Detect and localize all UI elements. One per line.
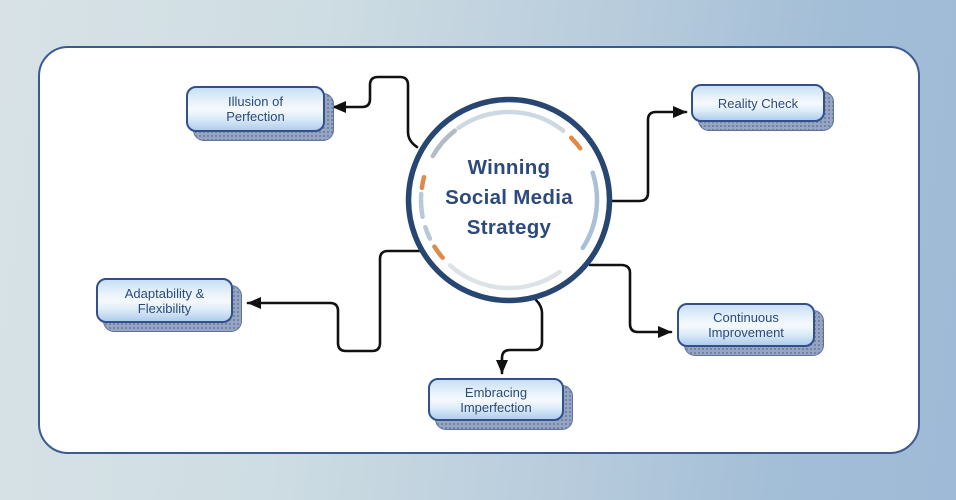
node-label-line: Adaptability & xyxy=(124,285,205,301)
node-label: Continuous Improvement xyxy=(677,303,815,347)
node-label-line: Improvement xyxy=(708,325,784,340)
center-circle-dashed-ring xyxy=(418,109,600,291)
center-title-line: Strategy xyxy=(466,216,552,239)
node-illusion-of-perfection: Illusion of Perfection xyxy=(186,86,334,141)
connector-illusion-of-perfection xyxy=(331,75,419,149)
node-label-line: Embracing xyxy=(464,384,528,400)
node-label-line: Continuous xyxy=(713,310,779,325)
center-title-line: Social Media xyxy=(445,186,573,209)
center-circle xyxy=(405,96,613,304)
ring-arc-segment xyxy=(456,109,566,133)
ring-arc-segment xyxy=(423,224,433,241)
node-label-line: Reality Check xyxy=(717,95,799,111)
node-continuous-improvement: Continuous Improvement xyxy=(677,303,824,356)
ring-arc-segment xyxy=(568,135,583,151)
ring-arc-segment xyxy=(447,263,562,291)
ring-arc-segment xyxy=(430,128,458,159)
node-reality-check: Reality Check xyxy=(691,84,834,131)
node-label: Illusion of Perfection xyxy=(186,86,325,132)
ring-arc-segment xyxy=(432,244,445,260)
node-label-line: Illusion of xyxy=(228,94,283,109)
node-label: Reality Check xyxy=(691,84,825,122)
node-label: Embracing Imperfection xyxy=(428,378,564,421)
node-label-line: Imperfection xyxy=(460,399,532,415)
node-label-line: Perfection xyxy=(226,109,285,124)
ring-arc-segment xyxy=(418,191,425,220)
center-title-line: Winning xyxy=(467,156,551,179)
connector-adaptability-flexibility xyxy=(246,249,421,353)
connector-embracing-imperfection xyxy=(496,298,544,375)
ring-arc-segment xyxy=(419,174,427,191)
node-label: Adaptability & Flexibility xyxy=(96,278,233,323)
node-adaptability-flexibility: Adaptability & Flexibility xyxy=(96,278,242,332)
center-title: Winning Social Media Strategy xyxy=(399,153,619,243)
connector-continuous-improvement xyxy=(588,263,673,338)
node-embracing-imperfection: Embracing Imperfection xyxy=(428,378,573,430)
connector-reality-check xyxy=(609,106,688,203)
ring-arc-segment xyxy=(580,170,600,251)
node-label-line: Flexibility xyxy=(137,300,192,316)
